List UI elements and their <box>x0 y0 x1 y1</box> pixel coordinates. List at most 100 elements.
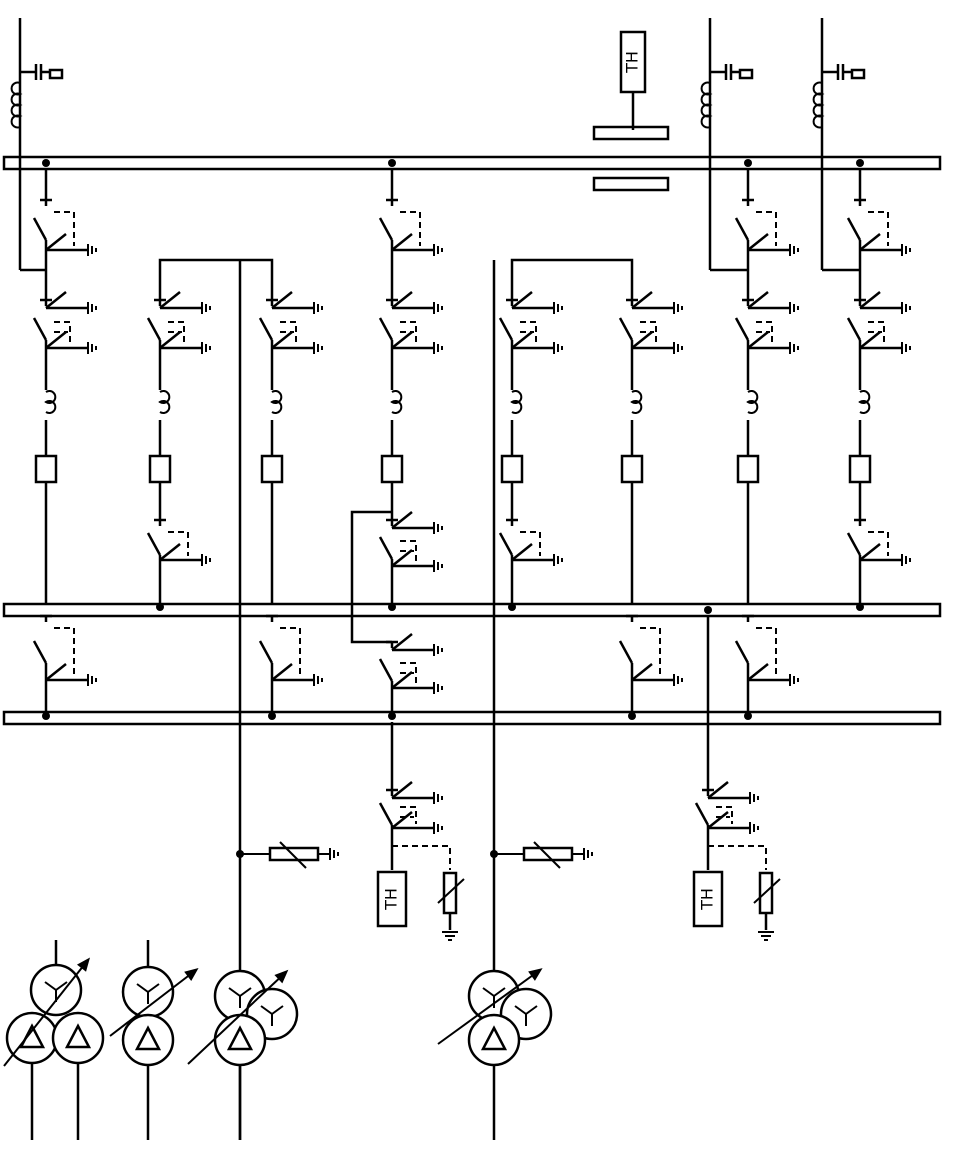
coupling-capacitor-icon <box>710 64 754 80</box>
earthing-switch-icon <box>631 291 683 314</box>
mechanical-link-dashed <box>756 211 777 246</box>
junction-dot <box>388 159 396 167</box>
earthing-switch-icon <box>159 543 211 566</box>
current-transformer-icon <box>158 390 171 414</box>
earthing-switch-icon <box>859 291 911 314</box>
junction-dot <box>744 712 752 720</box>
circuit-breaker-icon <box>260 454 284 484</box>
current-transformer-icon <box>510 390 523 414</box>
junction-dot <box>508 603 516 611</box>
vt-label: ТН <box>623 51 642 74</box>
vt-bay <box>390 722 452 930</box>
incoming-line <box>820 18 860 272</box>
earthing-switch-icon <box>45 331 97 354</box>
earthing-switch-icon <box>391 549 443 572</box>
disconnector-icon <box>618 298 638 360</box>
power-transformer-icon <box>437 968 553 1067</box>
disconnector-icon <box>498 298 518 360</box>
disconnector-icon <box>378 518 398 578</box>
mechanical-link-dashed <box>54 627 75 676</box>
mechanical-link-dashed <box>400 321 417 344</box>
voltage-transformer-icon: ТН <box>692 870 724 928</box>
vt-bay <box>706 840 768 930</box>
current-transformer-icon <box>858 390 871 414</box>
current-transformer-icon <box>270 390 283 414</box>
disconnector-icon <box>846 298 866 360</box>
junction-dot <box>388 603 396 611</box>
busbar-icon <box>2 602 942 618</box>
earthing-switch-icon <box>391 781 443 804</box>
junction-dot <box>42 159 50 167</box>
ground-icon <box>442 931 458 941</box>
circuit-breaker-icon <box>148 454 172 484</box>
junction-dot <box>156 603 164 611</box>
disconnector-icon <box>378 298 398 360</box>
disconnector-icon <box>378 640 398 700</box>
disconnector-icon <box>734 614 754 690</box>
mechanical-link-dashed <box>756 321 773 344</box>
busbar-icon <box>592 125 670 141</box>
disconnector-icon <box>258 614 278 690</box>
earthing-switch-icon <box>391 291 443 314</box>
busbar-icon <box>2 710 942 726</box>
incoming-line <box>18 18 46 272</box>
power-transformer-icon <box>187 969 299 1140</box>
earthing-switch-icon <box>271 291 323 314</box>
mechanical-link-dashed <box>400 806 417 824</box>
earthing-switch-icon <box>859 331 911 354</box>
mechanical-link-dashed <box>54 321 71 344</box>
earthing-switch-icon <box>391 671 443 694</box>
earthing-switch-icon <box>159 291 211 314</box>
mechanical-link-dashed <box>520 531 541 556</box>
voltage-transformer-icon: ТН <box>376 870 408 928</box>
mechanical-link-dashed <box>400 211 421 246</box>
circuit-breaker-icon <box>848 454 872 484</box>
disconnector-icon <box>694 788 714 840</box>
earthing-switch-icon <box>631 331 683 354</box>
junction-dot <box>42 712 50 720</box>
disconnector-icon <box>498 518 518 570</box>
earthing-switch-icon <box>511 331 563 354</box>
arrester-connection <box>240 848 339 860</box>
junction-dot <box>856 159 864 167</box>
earthing-switch-icon <box>511 543 563 566</box>
reactor-icon <box>700 81 713 129</box>
earthing-switch-icon <box>747 291 799 314</box>
mechanical-link-dashed <box>520 321 537 344</box>
mechanical-link-dashed <box>640 321 657 344</box>
arrester-connection <box>494 848 593 860</box>
coupling-capacitor-icon <box>20 64 64 80</box>
junction-dot <box>628 712 636 720</box>
mechanical-link-dashed <box>716 806 733 824</box>
earthing-switch-icon <box>707 811 759 834</box>
earthing-switch-icon <box>747 233 799 256</box>
earthing-switch-icon <box>391 633 443 656</box>
current-transformer-icon <box>630 390 643 414</box>
circuit-breaker-icon <box>500 454 524 484</box>
current-transformer-icon <box>390 390 403 414</box>
feeder-wire <box>350 510 394 644</box>
current-transformer-icon <box>746 390 759 414</box>
current-transformer-icon <box>44 390 57 414</box>
earthing-switch-icon <box>747 331 799 354</box>
earthing-switch-icon <box>159 331 211 354</box>
disconnector-icon <box>146 298 166 360</box>
mechanical-link-dashed <box>400 540 417 562</box>
earthing-switch-icon <box>391 233 443 256</box>
mechanical-link-dashed <box>54 211 75 246</box>
mechanical-link-dashed <box>168 321 185 344</box>
junction-dot <box>856 603 864 611</box>
mechanical-link-dashed <box>168 531 189 556</box>
vt-label: ТН <box>382 888 401 911</box>
earthing-switch-icon <box>271 663 323 686</box>
vt-label: ТН <box>698 888 717 911</box>
mechanical-link-dashed <box>400 662 417 684</box>
junction-dot <box>268 712 276 720</box>
busbar-icon <box>592 176 670 192</box>
mechanical-link-dashed <box>756 627 777 676</box>
junction-dot <box>236 850 244 858</box>
disconnector-icon <box>734 298 754 360</box>
circuit-breaker-icon <box>380 454 404 484</box>
